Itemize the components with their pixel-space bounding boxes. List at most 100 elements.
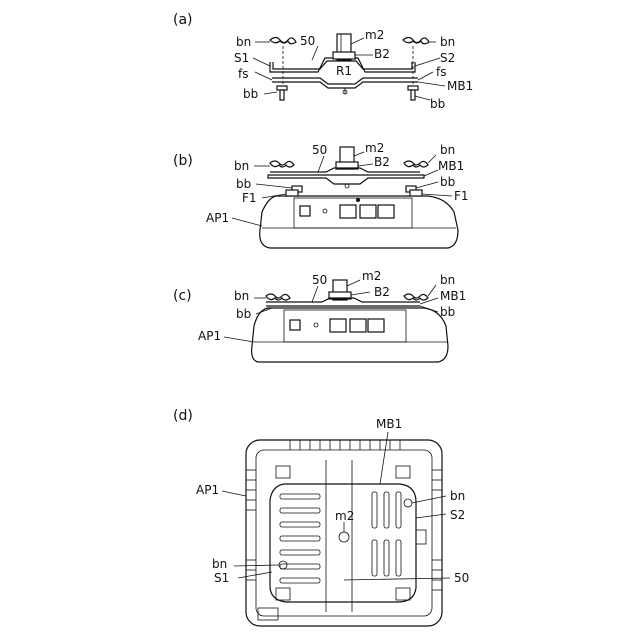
power-port <box>290 320 300 330</box>
label-bn: bn <box>234 159 249 173</box>
leader <box>420 298 438 304</box>
leader <box>358 164 373 166</box>
label-r1: R1 <box>336 64 352 78</box>
leader <box>354 152 364 156</box>
label-bb: bb <box>243 87 258 101</box>
power-port <box>300 206 310 216</box>
lan-port-1 <box>340 205 356 218</box>
lan-port-2 <box>360 205 376 218</box>
label-bn: bn <box>440 35 455 49</box>
label-ap1: AP1 <box>196 483 219 497</box>
wing-nut-right <box>404 499 412 507</box>
wing-nut-right <box>404 161 428 167</box>
corner-hook <box>276 588 290 600</box>
label-bn: bn <box>234 289 249 303</box>
leader <box>238 572 272 578</box>
leader <box>418 72 433 80</box>
lan-port-2 <box>350 319 366 332</box>
pole-hole-m2 <box>339 532 349 542</box>
leader <box>428 155 436 163</box>
leader <box>412 496 446 503</box>
corner-hook <box>396 466 410 478</box>
leader <box>351 38 364 44</box>
leader <box>318 156 324 172</box>
device-ap1 <box>252 308 448 362</box>
reset-hole <box>323 209 327 213</box>
plate-slots-right <box>372 492 401 576</box>
bolt-right <box>408 86 418 100</box>
label-mb1: MB1 <box>438 159 464 173</box>
mounting-plate-50 <box>270 168 420 172</box>
label-mb1: MB1 <box>447 79 473 93</box>
bracket-mb1 <box>272 78 418 84</box>
label-50: 50 <box>454 571 469 585</box>
lan-port-3 <box>368 319 384 332</box>
label-mb1: MB1 <box>376 417 402 431</box>
wing-nut-left <box>270 161 294 167</box>
label-bn: bn <box>450 489 465 503</box>
label-bb: bb <box>236 177 251 191</box>
label-b2: B2 <box>374 285 390 299</box>
corner-hook <box>276 466 290 478</box>
label-m2: m2 <box>362 269 381 283</box>
leader <box>428 285 436 296</box>
leader <box>256 184 292 188</box>
label-50: 50 <box>312 273 327 287</box>
label-bb: bb <box>430 97 445 111</box>
leader <box>416 182 438 188</box>
top-vents <box>290 440 400 450</box>
label-50: 50 <box>300 34 315 48</box>
label-ap1: AP1 <box>198 329 221 343</box>
figure-a: (a) <box>173 12 473 111</box>
foot-f1-right <box>410 190 422 196</box>
leader <box>224 337 254 342</box>
bolt-left <box>277 86 287 100</box>
label-s2: S2 <box>450 508 465 522</box>
leader <box>264 92 277 94</box>
device-ap1-inner <box>256 450 432 616</box>
figure-d: (d) <box>173 408 469 626</box>
leader <box>347 280 360 286</box>
label-m2: m2 <box>365 28 384 42</box>
side-tab <box>416 530 426 544</box>
label-b2: B2 <box>374 155 390 169</box>
device-ap1 <box>260 196 458 248</box>
leader <box>420 306 438 312</box>
leader <box>312 46 318 60</box>
leader <box>234 565 279 566</box>
plate-slots-left <box>280 494 320 583</box>
wing-nut-left <box>266 294 290 300</box>
figure-a-caption: (a) <box>173 12 193 28</box>
mounting-plate-50 <box>270 484 416 602</box>
leader <box>255 72 272 80</box>
figure-b-caption: (b) <box>173 153 193 169</box>
corner-hook <box>396 588 410 600</box>
label-b2: B2 <box>374 47 390 61</box>
label-bb: bb <box>440 175 455 189</box>
bottom-connector <box>258 608 278 620</box>
label-fs: fs <box>238 67 248 81</box>
leader <box>232 218 262 226</box>
dot <box>356 198 360 202</box>
wing-nut-right <box>404 294 428 300</box>
leader <box>253 58 270 66</box>
reset-hole <box>314 323 318 327</box>
label-mb1: MB1 <box>440 289 466 303</box>
label-bb: bb <box>440 305 455 319</box>
figure-d-caption: (d) <box>173 408 193 424</box>
figure-b: (b) <box>173 141 469 248</box>
label-bn: bn <box>440 143 455 157</box>
figure-c: (c) 50 m2 bn bn B2 MB1 bb bb A <box>173 269 466 362</box>
leader <box>351 292 370 295</box>
label-fs: fs <box>436 65 446 79</box>
label-bn: bn <box>236 35 251 49</box>
leader <box>424 170 438 176</box>
leader <box>415 96 430 100</box>
label-s1: S1 <box>214 571 229 585</box>
label-f1: F1 <box>242 191 257 205</box>
bracket-mb1 <box>268 175 424 184</box>
label-m2: m2 <box>365 141 384 155</box>
label-s1: S1 <box>234 51 249 65</box>
label-ap1: AP1 <box>206 211 229 225</box>
